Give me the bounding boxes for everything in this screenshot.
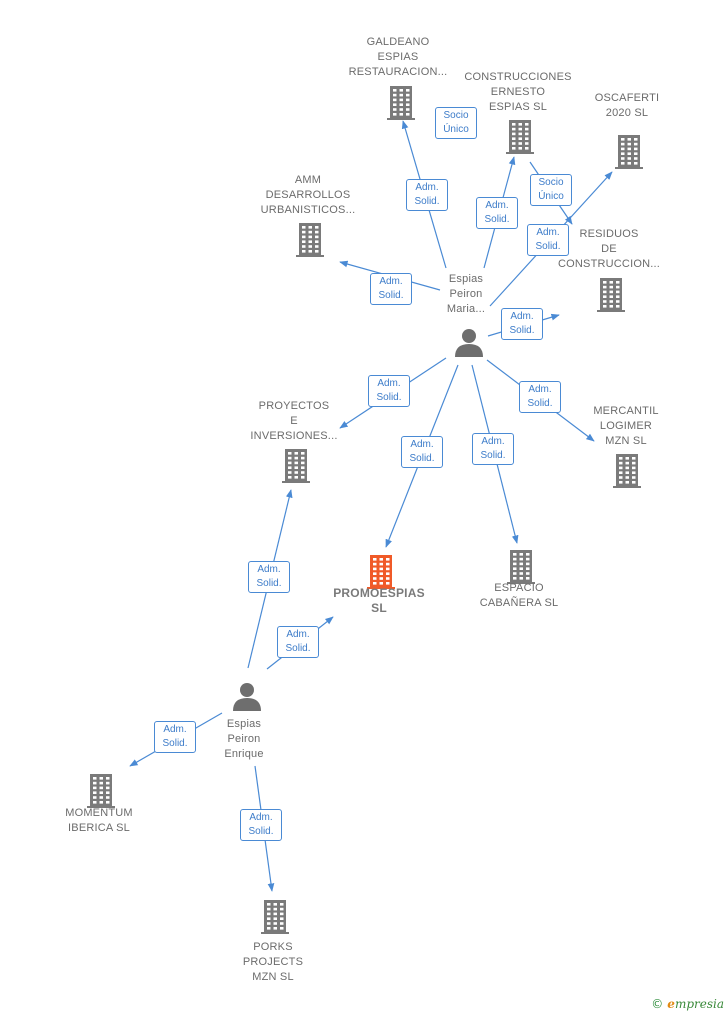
- building-icon-galdeano: [387, 86, 415, 120]
- footer-brand: ©empresia: [651, 997, 724, 1011]
- node-label-construcciones[interactable]: CONSTRUCCIONES ERNESTO ESPIAS SL: [464, 71, 572, 113]
- building-icon-promoespias: [367, 555, 395, 589]
- building-icon-oscaferti: [615, 135, 643, 169]
- brand-name: mpresia: [674, 997, 724, 1011]
- person-icon-enrique: [233, 683, 261, 711]
- edge-label-construcciones-to-galdeano[interactable]: Socio Único: [435, 107, 477, 139]
- node-label-residuos[interactable]: RESIDUOS DE CONSTRUCCION...: [558, 228, 660, 270]
- edge-label-maria-to-espacio[interactable]: Adm. Solid.: [472, 433, 514, 465]
- node-label-proyectos[interactable]: PROYECTOS E INVERSIONES...: [250, 400, 338, 442]
- building-icon-porks: [261, 900, 289, 934]
- building-icon-amm: [296, 223, 324, 257]
- node-label-promoespias[interactable]: PROMOESPIAS SL: [333, 586, 425, 615]
- edge-label-maria-to-residuos[interactable]: Adm. Solid.: [501, 308, 543, 340]
- building-icon-momentum: [87, 774, 115, 808]
- edge-label-maria-to-proyectos[interactable]: Adm. Solid.: [368, 375, 410, 407]
- edge-label-enrique-to-proyectos[interactable]: Adm. Solid.: [248, 561, 290, 593]
- node-label-espacio[interactable]: ESPACIO CABAÑERA SL: [479, 582, 559, 609]
- node-label-oscaferti[interactable]: OSCAFERTI 2020 SL: [594, 92, 660, 119]
- edge-label-maria-to-oscaferti[interactable]: Adm. Solid.: [527, 224, 569, 256]
- edge-label-maria-to-construcciones[interactable]: Adm. Solid.: [476, 197, 518, 229]
- node-label-porks[interactable]: PORKS PROJECTS MZN SL: [242, 941, 304, 983]
- edge-label-enrique-to-momentum[interactable]: Adm. Solid.: [154, 721, 196, 753]
- building-icon-espacio: [507, 550, 535, 584]
- building-icon-mercantil: [613, 454, 641, 488]
- edge-label-maria-to-amm[interactable]: Adm. Solid.: [370, 273, 412, 305]
- brand-initial: e: [667, 997, 675, 1011]
- building-icon-residuos: [597, 278, 625, 312]
- node-label-amm[interactable]: AMM DESARROLLOS URBANISTICOS...: [260, 174, 356, 216]
- node-label-momentum[interactable]: MOMENTUM IBERICA SL: [65, 807, 133, 834]
- node-label-maria[interactable]: Espias Peiron Maria...: [446, 273, 486, 315]
- edge-label-enrique-to-promoespias[interactable]: Adm. Solid.: [277, 626, 319, 658]
- node-label-galdeano[interactable]: GALDEANO ESPIAS RESTAURACION...: [348, 36, 448, 78]
- edge-label-maria-to-galdeano[interactable]: Adm. Solid.: [406, 179, 448, 211]
- edge-label-construcciones-to-residuos[interactable]: Socio Único: [530, 174, 572, 206]
- person-icon-maria: [455, 329, 483, 357]
- node-label-mercantil[interactable]: MERCANTIL LOGIMER MZN SL: [593, 405, 659, 447]
- edge-label-maria-to-promoespias[interactable]: Adm. Solid.: [401, 436, 443, 468]
- copyright-symbol: ©: [651, 997, 664, 1011]
- node-label-enrique[interactable]: Espias Peiron Enrique: [224, 718, 264, 760]
- building-icon-construcciones: [506, 120, 534, 154]
- edge-label-maria-to-mercantil[interactable]: Adm. Solid.: [519, 381, 561, 413]
- building-icon-proyectos: [282, 449, 310, 483]
- edge-label-enrique-to-porks[interactable]: Adm. Solid.: [240, 809, 282, 841]
